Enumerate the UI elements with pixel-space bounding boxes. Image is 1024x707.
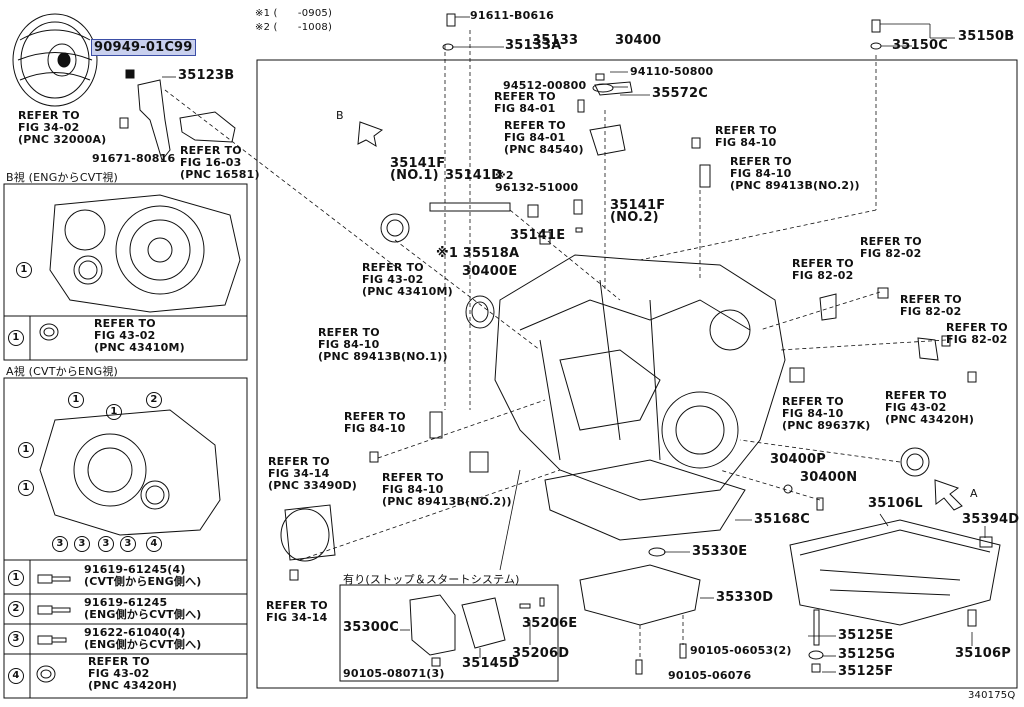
label-30400E[interactable]: 30400E — [462, 264, 518, 279]
a-view-callout: 4 — [146, 536, 162, 552]
oil-pan-drawing — [789, 519, 1001, 626]
b-view-title: B視 (ENGからCVT視) — [6, 171, 119, 184]
label-35141F-2[interactable]: 35141F (NO.2) — [610, 198, 666, 225]
a-view-callout: 1 — [18, 480, 34, 496]
ref-fig-84-10a[interactable]: REFER TO FIG 84-10 — [715, 124, 777, 149]
label-94512[interactable]: 94512-00800 — [503, 79, 587, 92]
stop-start-title: 有り(ストップ＆スタートシステム) — [343, 573, 520, 586]
label-35150B[interactable]: 35150B — [958, 29, 1015, 44]
label-35133A[interactable]: 35133A — [505, 38, 562, 53]
b-view-panel — [3, 183, 248, 361]
bolt-icons — [36, 574, 71, 683]
label-35168C[interactable]: 35168C — [754, 512, 810, 527]
label-35125F[interactable]: 35125F — [838, 664, 894, 679]
torque-converter-drawing — [12, 13, 98, 107]
ref-fig-84-10d[interactable]: REFER TO FIG 84-10 — [344, 410, 406, 435]
b-table-text[interactable]: REFER TO FIG 43-02 (PNC 43410M) — [94, 317, 185, 354]
label-35106P[interactable]: 35106P — [955, 646, 1011, 661]
label-35394D[interactable]: 35394D — [962, 512, 1020, 527]
ref-fig-43-02m[interactable]: REFER TO FIG 43-02 (PNC 43410M) — [362, 261, 453, 298]
a-table-num: 4 — [8, 668, 24, 684]
b-view-drawing — [49, 194, 241, 313]
a-view-callout: 3 — [52, 536, 68, 552]
a-view-callout: 3 — [74, 536, 90, 552]
label-35106L[interactable]: 35106L — [868, 496, 923, 511]
ref-fig-34-14a[interactable]: REFER TO FIG 34-14 (PNC 33490D) — [268, 455, 358, 492]
note-1: ※1 ( -0905) — [255, 8, 333, 19]
a-view-callout: 3 — [120, 536, 136, 552]
label-35572C[interactable]: 35572C — [652, 86, 708, 101]
arrow-a-label: A — [970, 487, 978, 500]
ref-fig-34-02[interactable]: REFER TO FIG 34-02 (PNC 32000A) — [18, 109, 107, 146]
label-35141E[interactable]: 35141E — [510, 228, 566, 243]
label-35150C[interactable]: 35150C — [892, 38, 948, 53]
a-view-callout: 3 — [98, 536, 114, 552]
highlighted-part-number[interactable]: 90949-01C99 — [91, 39, 196, 56]
label-35125E[interactable]: 35125E — [838, 628, 894, 643]
stop-start-box — [339, 584, 559, 682]
ref-fig-84-10c[interactable]: REFER TO FIG 84-10 (PNC 89413B(NO.1)) — [318, 326, 448, 363]
a-table-text[interactable]: REFER TO FIG 43-02 (PNC 43420H) — [88, 655, 178, 692]
label-35123B[interactable]: 35123B — [178, 68, 235, 83]
ref-fig-82-02a[interactable]: REFER TO FIG 82-02 — [860, 235, 922, 260]
label-96132[interactable]: ※2 96132-51000 — [495, 169, 579, 194]
label-91671[interactable]: 91671-80816 — [92, 152, 176, 165]
a-view-callout: 1 — [68, 392, 84, 408]
label-90105-08071[interactable]: 90105-08071(3) — [343, 667, 445, 680]
a-view-panel — [3, 377, 248, 699]
ref-fig-43-02h[interactable]: REFER TO FIG 43-02 (PNC 43420H) — [885, 389, 975, 426]
ref-fig-84-10f[interactable]: REFER TO FIG 84-10 (PNC 89413B(NO.2)) — [382, 471, 512, 508]
label-90949-highlighted[interactable]: 90949-01C99 — [91, 39, 196, 56]
a-table-text[interactable]: 91619-61245(4) (CVT側からENG側へ) — [84, 563, 202, 588]
label-30400N[interactable]: 30400N — [800, 470, 858, 485]
a-view-callout: 2 — [146, 392, 162, 408]
arrow-b-label: B — [336, 109, 344, 122]
label-35133[interactable]: 35133 — [532, 33, 579, 48]
a-view-drawing — [39, 409, 221, 536]
ref-fig-84-10b[interactable]: REFER TO FIG 84-10 (PNC 89413B(NO.2)) — [730, 155, 860, 192]
label-35518A[interactable]: ※1 35518A — [436, 246, 520, 261]
label-35300C[interactable]: 35300C — [343, 620, 399, 635]
label-90105-06076[interactable]: 90105-06076 — [668, 669, 752, 682]
arrow-a-icon — [934, 479, 963, 511]
label-90105-06053[interactable]: 90105-06053(2) — [690, 644, 792, 657]
ref-fig-16-03[interactable]: REFER TO FIG 16-03 (PNC 16581) — [180, 144, 260, 181]
ref-fig-34-14b[interactable]: REFER TO FIG 34-14 — [266, 599, 328, 624]
label-35141D[interactable]: 35141D — [445, 168, 503, 183]
ref-fig-84-10e[interactable]: REFER TO FIG 84-10 (PNC 89637K) — [782, 395, 871, 432]
a-table-text[interactable]: 91619-61245 (ENG側からCVT側へ) — [84, 596, 202, 621]
ref-fig-82-02d[interactable]: REFER TO FIG 82-02 — [946, 321, 1008, 346]
ref-fig-82-02b[interactable]: REFER TO FIG 82-02 — [792, 257, 854, 282]
label-35206E[interactable]: 35206E — [522, 616, 578, 631]
a-table-num: 3 — [8, 631, 24, 647]
diagram-id: 340175Q — [968, 690, 1016, 701]
label-35330E[interactable]: 35330E — [692, 544, 748, 559]
arrow-b-icon — [357, 121, 384, 148]
a-view-callout: 1 — [18, 442, 34, 458]
ref-fig-82-02c[interactable]: REFER TO FIG 82-02 — [900, 293, 962, 318]
b-table-num: 1 — [8, 330, 24, 346]
label-94110[interactable]: 94110-50800 — [630, 65, 714, 78]
a-table-num: 1 — [8, 570, 24, 586]
label-35206D[interactable]: 35206D — [512, 646, 570, 661]
label-91611[interactable]: 91611-B0616 — [470, 9, 555, 22]
label-35330D[interactable]: 35330D — [716, 590, 774, 605]
a-view-callout: 1 — [106, 404, 122, 420]
label-35125G[interactable]: 35125G — [838, 647, 896, 662]
a-table-text[interactable]: 91622-61040(4) (ENG側からCVT側へ) — [84, 626, 202, 651]
label-30400[interactable]: 30400 — [615, 33, 662, 48]
transmission-case-drawing — [494, 254, 786, 501]
a-view-title: A視 (CVTからENG視) — [6, 365, 119, 378]
ref-fig-84-01b[interactable]: REFER TO FIG 84-01 (PNC 84540) — [504, 119, 584, 156]
label-30400P[interactable]: 30400P — [770, 452, 826, 467]
a-table-num: 2 — [8, 601, 24, 617]
main-frame — [256, 59, 1018, 689]
label-35141F-1[interactable]: 35141F (NO.1) — [390, 156, 446, 183]
note-2: ※2 ( -1008) — [255, 22, 333, 33]
label-35145D[interactable]: 35145D — [462, 656, 520, 671]
ref-fig-84-01a[interactable]: REFER TO FIG 84-01 — [494, 90, 556, 115]
b-view-callout-1: 1 — [16, 262, 32, 278]
